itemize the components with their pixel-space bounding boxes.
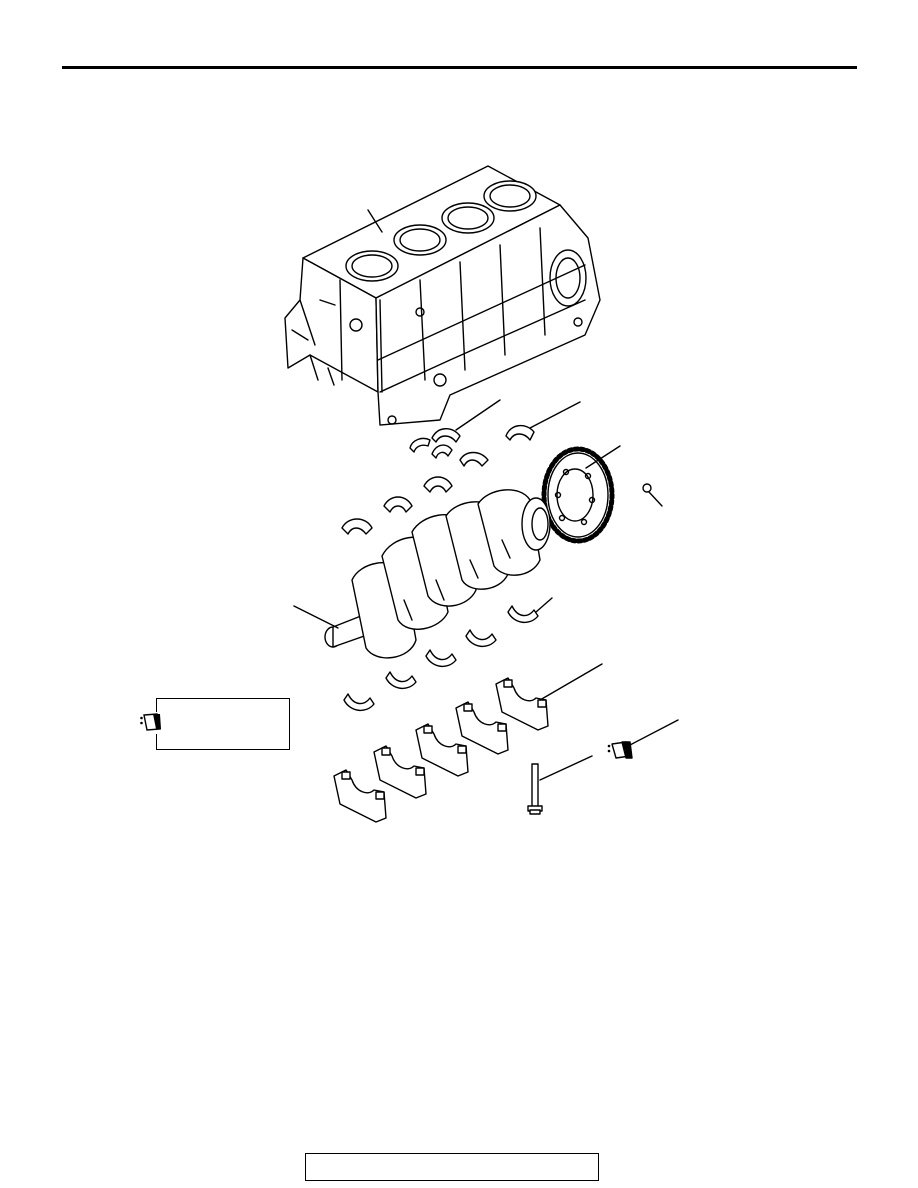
sensing-ring-bolt [642, 483, 663, 507]
header-rule [62, 66, 857, 69]
bearing-caps [333, 677, 549, 823]
bearing-cap-bolts [527, 763, 543, 815]
bolt-leader [539, 755, 593, 781]
block-leader-line [367, 209, 383, 233]
crankshaft [324, 489, 551, 659]
upper-main-bearings [341, 425, 535, 535]
thrust-bearing-leader [455, 399, 501, 431]
sensing-ring-leader [585, 445, 621, 469]
crankshaft-sensing-ring [541, 446, 615, 544]
page-footer-box [305, 1153, 599, 1181]
crankshaft-leader [293, 605, 339, 629]
upper-bearing-leader [529, 401, 581, 429]
oil-icon-leader [629, 719, 679, 746]
lower-bearing-leader [535, 597, 553, 613]
lower-main-bearings [343, 605, 539, 711]
cylinder-block [284, 165, 601, 426]
bearing-cap-leader [539, 663, 603, 701]
legend-box [139, 698, 290, 750]
engine-oil-icon [607, 741, 633, 759]
engine-oil-icon [139, 712, 163, 734]
